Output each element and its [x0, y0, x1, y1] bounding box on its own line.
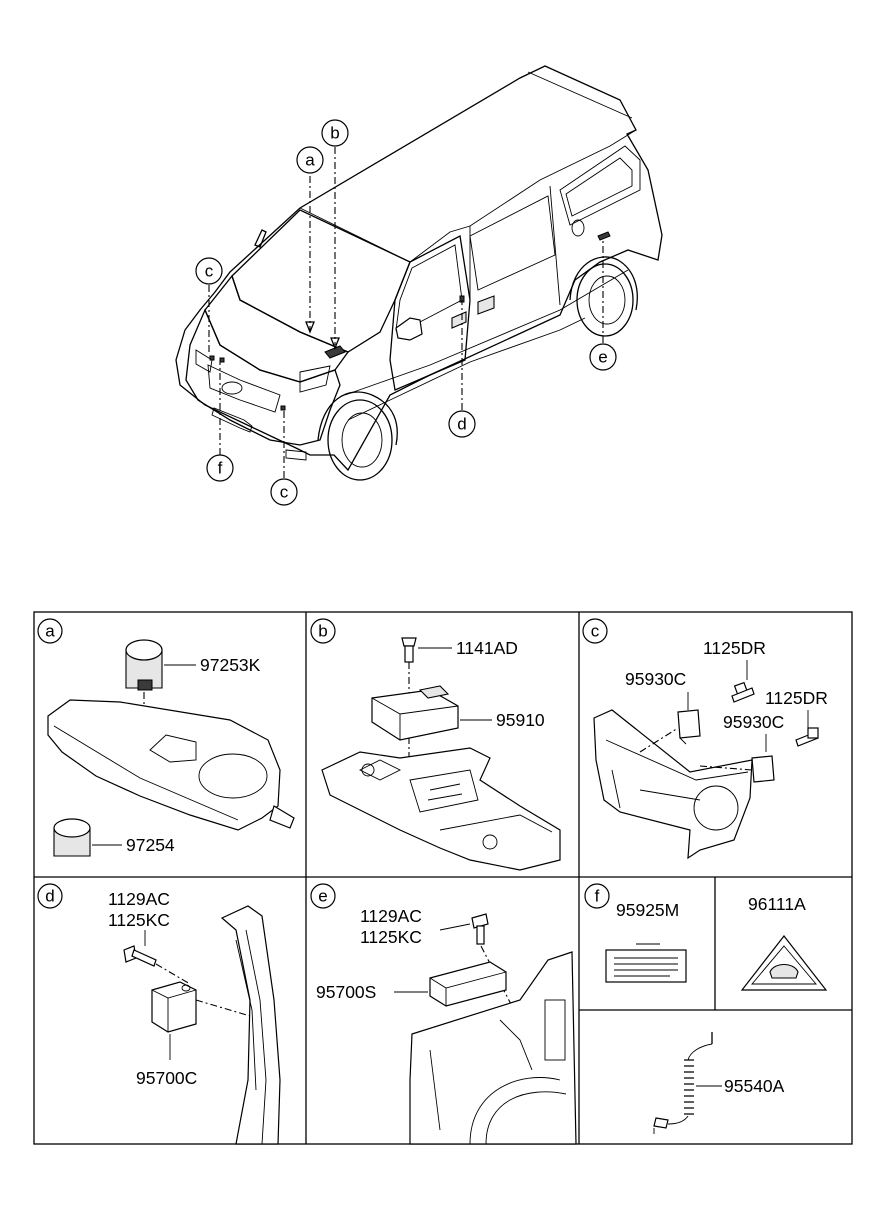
sensor-97254 — [53, 818, 91, 857]
panel-a: a 97253K 97254 — [37, 618, 295, 857]
svg-text:c: c — [591, 622, 600, 641]
svg-text:e: e — [598, 348, 607, 367]
svg-text:1125DR: 1125DR — [765, 688, 828, 708]
panel-f: f 95925M 96111A 95540A — [584, 883, 828, 1134]
svg-text:96111A: 96111A — [748, 894, 806, 914]
svg-text:b: b — [330, 124, 339, 143]
svg-text:1125KC: 1125KC — [108, 910, 170, 930]
panel-b: b 1141AD 95910 — [310, 618, 561, 871]
sensor-95930c-upper — [677, 709, 701, 745]
bolt-1125dr-upper — [731, 681, 755, 703]
callout-a: a — [296, 146, 324, 174]
svg-text:95930C: 95930C — [723, 712, 784, 732]
vehicle-illustration — [175, 65, 663, 481]
vehicle-leader-lines — [208, 147, 604, 478]
svg-text:95925M: 95925M — [616, 900, 679, 920]
bolt-1125dr-lower — [795, 727, 819, 747]
svg-text:1129AC: 1129AC — [360, 906, 422, 926]
svg-text:f: f — [218, 459, 223, 478]
panel-d: d 1129AC 1125KC 95700C — [37, 883, 281, 1145]
sensor-95930c-lower — [751, 755, 775, 783]
warning-label-95925m — [605, 943, 687, 983]
svg-text:b: b — [318, 622, 327, 641]
warning-label-96111a — [740, 935, 828, 991]
callout-c-lower: c — [270, 478, 298, 506]
sensor-97253k — [125, 639, 163, 691]
svg-text:e: e — [318, 887, 327, 906]
svg-text:1125KC: 1125KC — [360, 927, 422, 947]
svg-text:95910: 95910 — [496, 710, 545, 730]
callout-b: b — [321, 119, 349, 147]
svg-text:a: a — [305, 151, 315, 170]
svg-text:d: d — [45, 887, 54, 906]
bolt-1129ac-e — [471, 913, 489, 945]
svg-text:1141AD: 1141AD — [456, 638, 518, 658]
sensor-95700c — [151, 981, 197, 1033]
svg-text:97254: 97254 — [126, 835, 175, 855]
callout-d: d — [448, 410, 476, 438]
svg-text:1129AC: 1129AC — [108, 889, 170, 909]
module-95910 — [371, 685, 459, 741]
panel-c: c 1125DR 95930C 1125DR 95930C — [582, 618, 828, 860]
svg-text:95930C: 95930C — [625, 669, 686, 689]
svg-text:f: f — [595, 887, 600, 906]
svg-text:1125DR: 1125DR — [703, 638, 766, 658]
callout-c-upper: c — [195, 257, 223, 285]
svg-text:95700S: 95700S — [316, 982, 376, 1002]
clock-spring-95540a — [653, 1032, 713, 1134]
svg-text:c: c — [280, 483, 289, 502]
svg-text:d: d — [457, 415, 466, 434]
screw-1141ad — [401, 637, 417, 663]
svg-text:97253K: 97253K — [200, 655, 261, 675]
panel-e: e 1129AC 1125KC 95700S — [310, 883, 577, 1145]
svg-text:a: a — [45, 622, 55, 641]
bolt-1129ac-d — [123, 945, 157, 967]
callout-e: e — [589, 343, 617, 371]
svg-text:c: c — [205, 262, 214, 281]
callout-f: f — [206, 454, 234, 482]
svg-text:95540A: 95540A — [724, 1076, 785, 1096]
svg-text:95700C: 95700C — [136, 1068, 197, 1088]
sensor-95700s — [429, 961, 507, 1007]
